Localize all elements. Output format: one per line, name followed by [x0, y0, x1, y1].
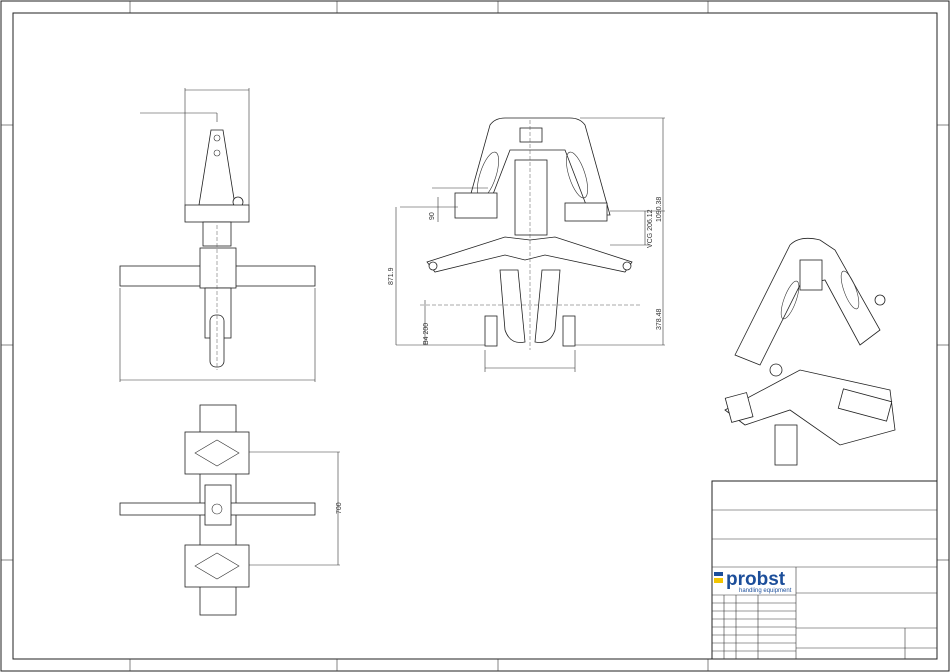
dimension-90: 90: [429, 212, 436, 220]
isometric-view: [725, 238, 895, 465]
probst-logo: probst handling equipment: [714, 569, 792, 594]
dimension-871-9: 871.9: [388, 267, 395, 285]
plan-view: 700: [120, 405, 343, 615]
brand-tagline: handling equipment: [739, 588, 792, 594]
dimension-700: 700: [336, 502, 343, 514]
front-view: [120, 88, 315, 382]
side-view: 871.9 90 VCG 206.12 1090.38 378.48 B4 20…: [388, 118, 665, 372]
title-block: probst handling equipment: [712, 481, 937, 659]
dimension-vcg: VCG 206.12: [647, 209, 654, 248]
logo-mark-blue: [714, 572, 723, 576]
dimension-b4-200: B4 200: [423, 323, 430, 345]
dimension-378-48: 378.48: [656, 308, 663, 330]
brand-name: probst: [726, 569, 786, 590]
logo-mark-yellow: [714, 578, 723, 583]
dimension-1090-38: 1090.38: [656, 197, 663, 222]
